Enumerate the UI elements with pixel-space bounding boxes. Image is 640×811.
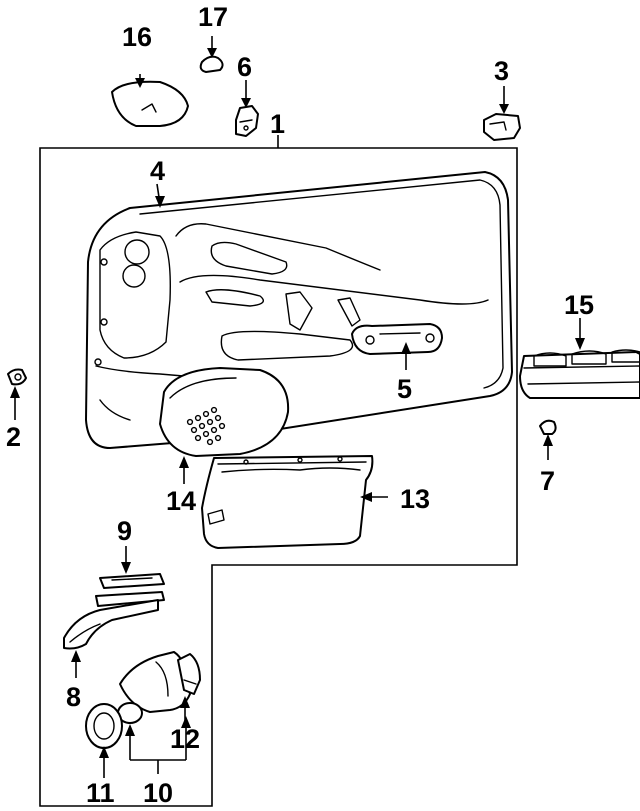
switch-panel bbox=[519, 349, 640, 399]
callout-17: 17 bbox=[198, 2, 228, 32]
handle-bracket bbox=[351, 323, 443, 355]
callout-7: 7 bbox=[540, 466, 555, 496]
callout-1: 1 bbox=[270, 109, 285, 139]
mirror-cover bbox=[111, 80, 189, 127]
callout-6: 6 bbox=[237, 52, 252, 82]
assembly-outline bbox=[39, 147, 518, 807]
fastener-7 bbox=[539, 419, 557, 435]
elbow-duct bbox=[119, 651, 201, 713]
callout-9: 9 bbox=[117, 516, 132, 546]
fastener-2 bbox=[7, 368, 27, 386]
callout-11: 11 bbox=[86, 778, 115, 808]
callout-10: 10 bbox=[143, 778, 173, 808]
callout-8: 8 bbox=[66, 682, 81, 712]
callout-15: 15 bbox=[564, 290, 594, 320]
bracket-3 bbox=[483, 113, 521, 141]
clip-17 bbox=[199, 55, 224, 73]
leaders bbox=[10, 36, 585, 778]
callout-16: 16 bbox=[122, 22, 152, 52]
callout-5: 5 bbox=[397, 374, 412, 404]
callout-3: 3 bbox=[494, 56, 509, 86]
callout-13: 13 bbox=[400, 484, 430, 514]
callout-14: 14 bbox=[166, 486, 196, 516]
grommet bbox=[85, 703, 123, 749]
door-trim-panel bbox=[85, 171, 513, 449]
speaker-grille bbox=[159, 367, 290, 457]
duct-8 bbox=[63, 599, 159, 650]
bracket-6 bbox=[235, 105, 259, 137]
map-pocket bbox=[201, 455, 374, 549]
switch-bezel bbox=[95, 573, 165, 607]
callout-2: 2 bbox=[6, 422, 21, 452]
callout-4: 4 bbox=[150, 156, 165, 186]
callout-12: 12 bbox=[170, 724, 200, 754]
